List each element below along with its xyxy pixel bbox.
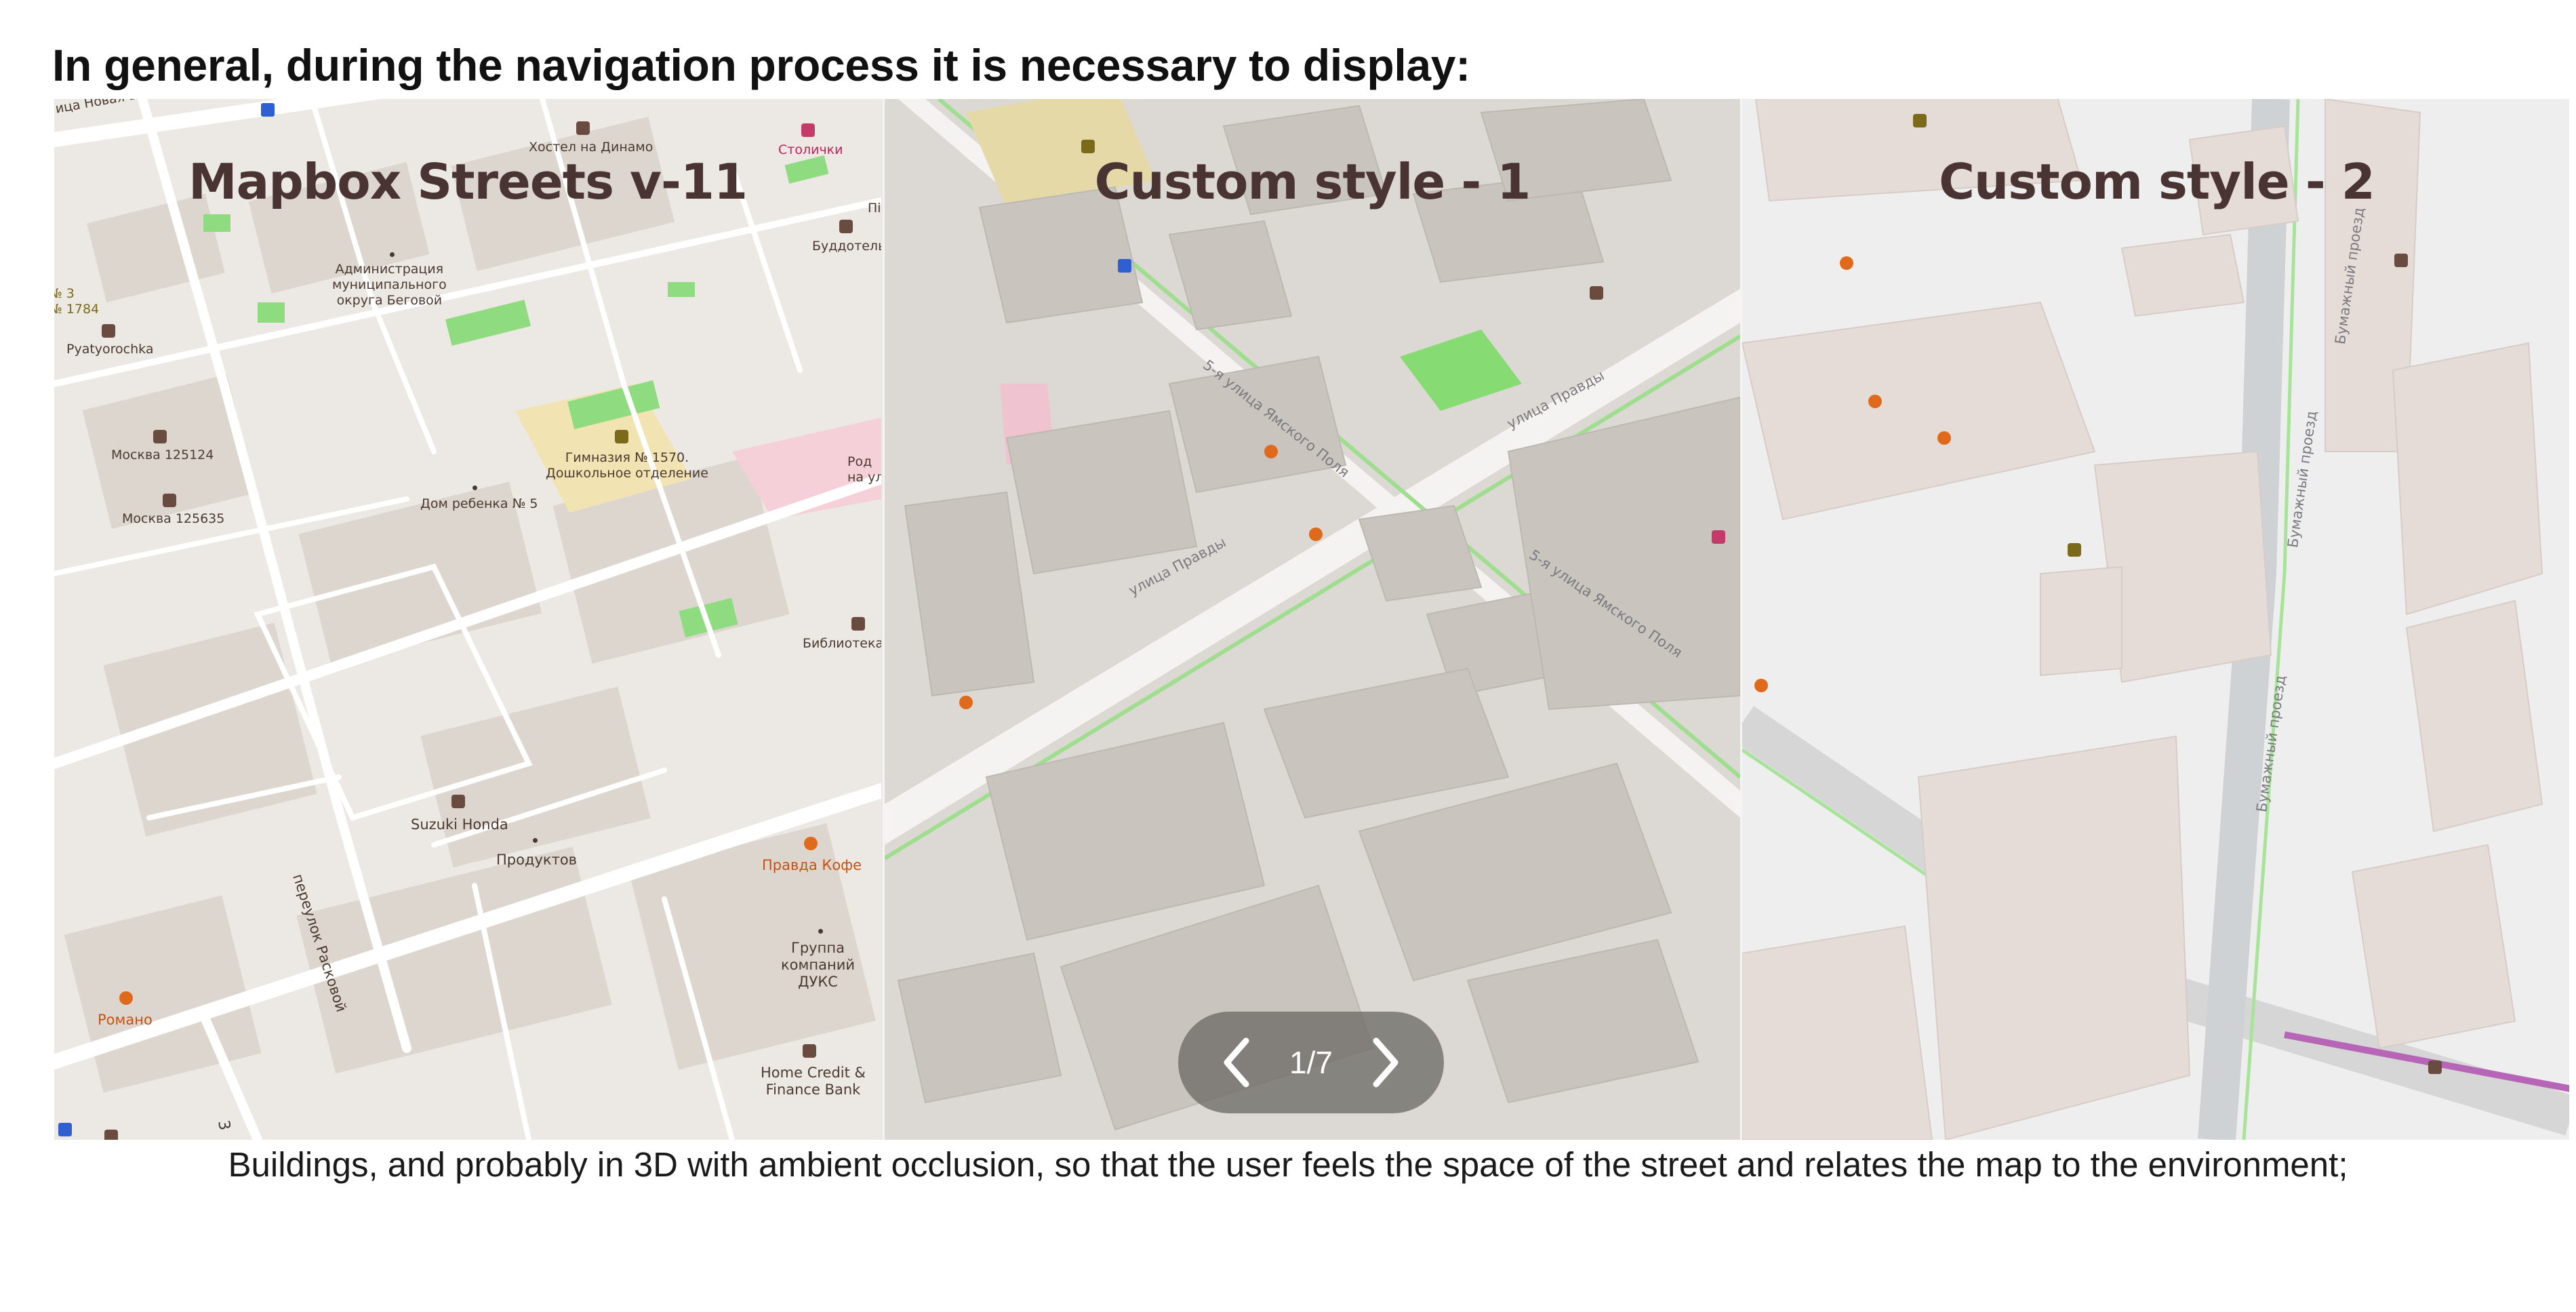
map-panel-custom-style-2: Бумажный проезд Бумажный проезд Бумажный… [1740, 99, 2569, 1140]
poi-label-n3: № 3 № 1784 [54, 286, 100, 317]
poi-label-buddotel: Буддотель [812, 239, 881, 254]
custom-style-2-map-base [1742, 99, 2569, 1140]
bed-icon-3 [104, 1130, 118, 1140]
coffee-icon-s2-3 [1754, 679, 1768, 692]
slide-pager: 1/7 [1178, 1012, 1444, 1113]
chevron-right-icon [1373, 1037, 1398, 1088]
gruppa-dot [818, 929, 823, 934]
pharmacy-icon [801, 123, 815, 137]
next-slide-button[interactable] [1367, 1035, 1405, 1090]
page-heading: In general, during the navigation proces… [52, 40, 1470, 90]
panel-title-mapbox-streets: Mapbox Streets v-11 [188, 153, 748, 210]
fuel-icon [2428, 1060, 2442, 1074]
fast-food-icon [1937, 431, 1951, 445]
slide-caption: Buildings, and probably in 3D with ambie… [228, 1145, 2348, 1184]
drink-icon-3d [1712, 530, 1725, 544]
poi-label-romano: Романо [98, 1012, 153, 1028]
poi-label-moskva-125635: Москва 125635 [122, 511, 225, 526]
coffee-icon-3d-2 [1309, 528, 1323, 541]
bike-icon [261, 103, 275, 117]
map-style-slider[interactable]: ица Новая Башиловка Хостел на Динамо Сто… [54, 99, 2569, 1140]
coffee-icon-2 [119, 991, 133, 1005]
poi-label-moskva-125124: Москва 125124 [111, 448, 214, 462]
previous-slide-button[interactable] [1217, 1035, 1255, 1090]
poi-label-dom-rebenka: Дом ребенка № 5 [420, 496, 538, 511]
coffee-icon-s2-2 [1868, 395, 1882, 408]
bank-icon [803, 1044, 816, 1058]
poi-label-library: Библиотека [803, 636, 881, 651]
library-icon [851, 617, 865, 631]
map-panel-mapbox-streets: ица Новая Башиловка Хостел на Динамо Сто… [54, 99, 881, 1140]
poi-label-gymnasium: Гимназия № 1570. Дошкольное отделение [546, 450, 708, 481]
administration-dot [390, 252, 395, 257]
poi-label-pyatyorochka: Pyatyorochka [66, 342, 154, 357]
poi-label-stolichki: Столички [778, 142, 843, 157]
poi-label-produktov: Продуктов [496, 852, 578, 868]
poi-label-gruppa: Группа компаний ДУКС [781, 940, 855, 991]
post-office-icon [153, 430, 167, 443]
coffee-icon-s2 [1840, 256, 1853, 270]
poi-label-pravda-coffee: Правда Кофе [762, 857, 862, 873]
custom-style-1-map-base [885, 99, 1740, 1140]
coffee-icon-3d [1264, 445, 1278, 458]
school-icon-2 [1913, 114, 1927, 127]
school-icon-s2 [2068, 543, 2081, 557]
school-icon [615, 430, 628, 443]
poi-label-rod: Род на ул [847, 454, 881, 485]
panel-title-custom-style-1: Custom style - 1 [1094, 153, 1531, 210]
parking-icon-3d [1590, 286, 1603, 300]
streets-map-base [54, 99, 881, 1140]
dom-rebenka-dot [472, 485, 477, 490]
school-icon-3d [1081, 140, 1095, 153]
cart-icon-s2 [2394, 254, 2408, 267]
bed-icon-2 [839, 220, 853, 233]
coffee-icon-3d-3 [959, 696, 973, 709]
poi-label-home-credit: Home Credit & Finance Bank [761, 1065, 866, 1098]
post-office-icon-2 [163, 494, 176, 507]
panel-title-custom-style-2: Custom style - 2 [1939, 153, 2375, 210]
bike-icon-2 [58, 1123, 72, 1136]
chevron-left-icon [1224, 1037, 1249, 1088]
car-icon [451, 795, 465, 808]
bike-icon-3d [1118, 259, 1131, 273]
poi-label-pi: Пі [868, 201, 881, 216]
produktov-dot [533, 838, 538, 843]
slide-counter: 1/7 [1289, 1045, 1333, 1080]
bed-icon [576, 121, 590, 135]
map-panel-custom-style-1: 5-я улица Ямского Поля улица Правды улиц… [883, 99, 1740, 1140]
poi-label-suzuki: Suzuki Honda [411, 816, 508, 833]
poi-label-hostel: Хостел на Динамо [529, 140, 653, 155]
coffee-icon [804, 837, 818, 850]
poi-label-administration: Администрация муниципального округа Бего… [332, 262, 447, 308]
cart-icon [102, 324, 115, 338]
